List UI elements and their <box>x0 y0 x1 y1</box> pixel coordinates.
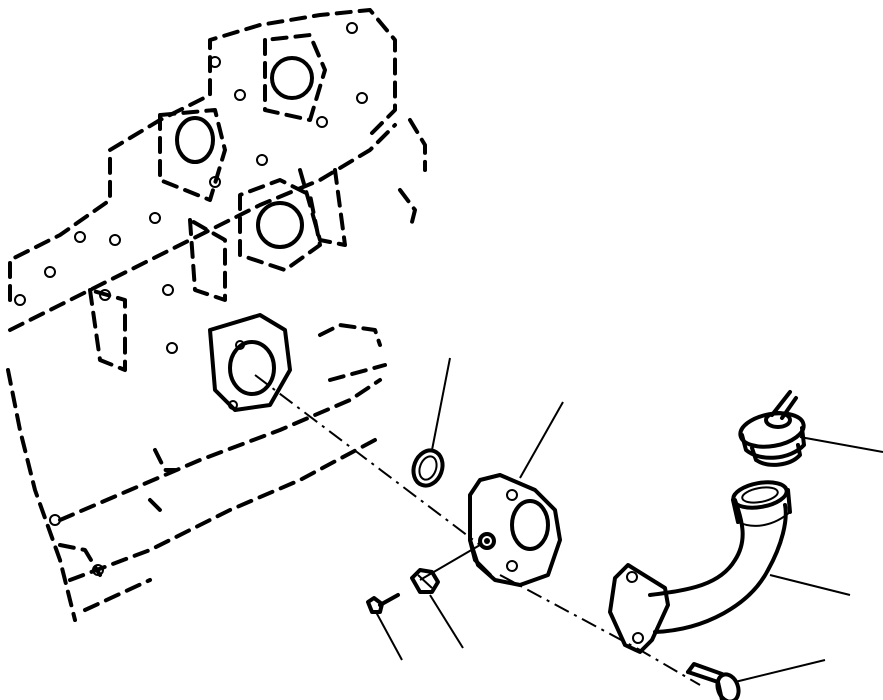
bolt-holes <box>14 22 368 354</box>
washer <box>410 568 440 594</box>
leader-o-ring <box>431 357 451 451</box>
filler-cap <box>738 390 806 467</box>
leader-filler-pipe <box>769 574 851 596</box>
engine-block <box>6 8 427 622</box>
mounting-bolt <box>686 662 741 700</box>
leader-lines <box>375 357 883 683</box>
plug-axis-line <box>419 544 481 581</box>
leader-washer <box>429 594 464 649</box>
spacer-adapter <box>468 473 562 587</box>
plug-screw <box>366 593 400 614</box>
leader-mounting-bolt <box>734 659 826 683</box>
assembly-axis-upper <box>254 374 481 546</box>
filler-pipe-elbow <box>608 480 792 654</box>
leader-spacer <box>519 401 564 479</box>
mounting-boss <box>208 313 292 412</box>
o-ring <box>411 448 445 488</box>
leader-filler-cap <box>799 436 883 453</box>
leader-plug-screw <box>375 611 403 661</box>
